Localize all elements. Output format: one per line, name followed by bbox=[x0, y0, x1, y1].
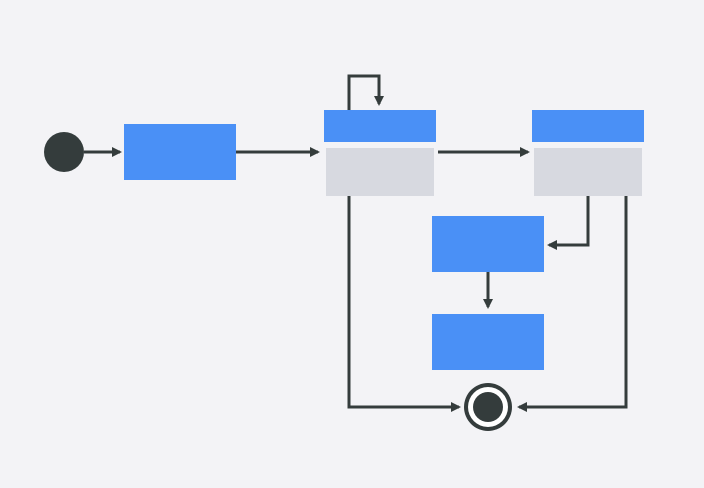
final-node-core bbox=[473, 392, 503, 422]
state-2 bbox=[324, 110, 436, 196]
edges bbox=[84, 74, 628, 412]
state-4 bbox=[432, 216, 544, 272]
final-node bbox=[464, 383, 512, 431]
edge-state-2-to-final bbox=[347, 196, 461, 412]
initial-node bbox=[44, 132, 84, 172]
state-5 bbox=[432, 314, 544, 370]
state-3 bbox=[532, 110, 644, 196]
state-2-body bbox=[326, 148, 434, 196]
state-1 bbox=[124, 124, 236, 180]
state-3-body bbox=[534, 148, 642, 196]
edge-state-3-to-final bbox=[517, 196, 628, 412]
state-3-header bbox=[532, 110, 644, 142]
edge-state-2-self-loop bbox=[347, 74, 384, 110]
edge-state-3-to-state-4 bbox=[547, 196, 590, 250]
state-2-header bbox=[324, 110, 436, 142]
